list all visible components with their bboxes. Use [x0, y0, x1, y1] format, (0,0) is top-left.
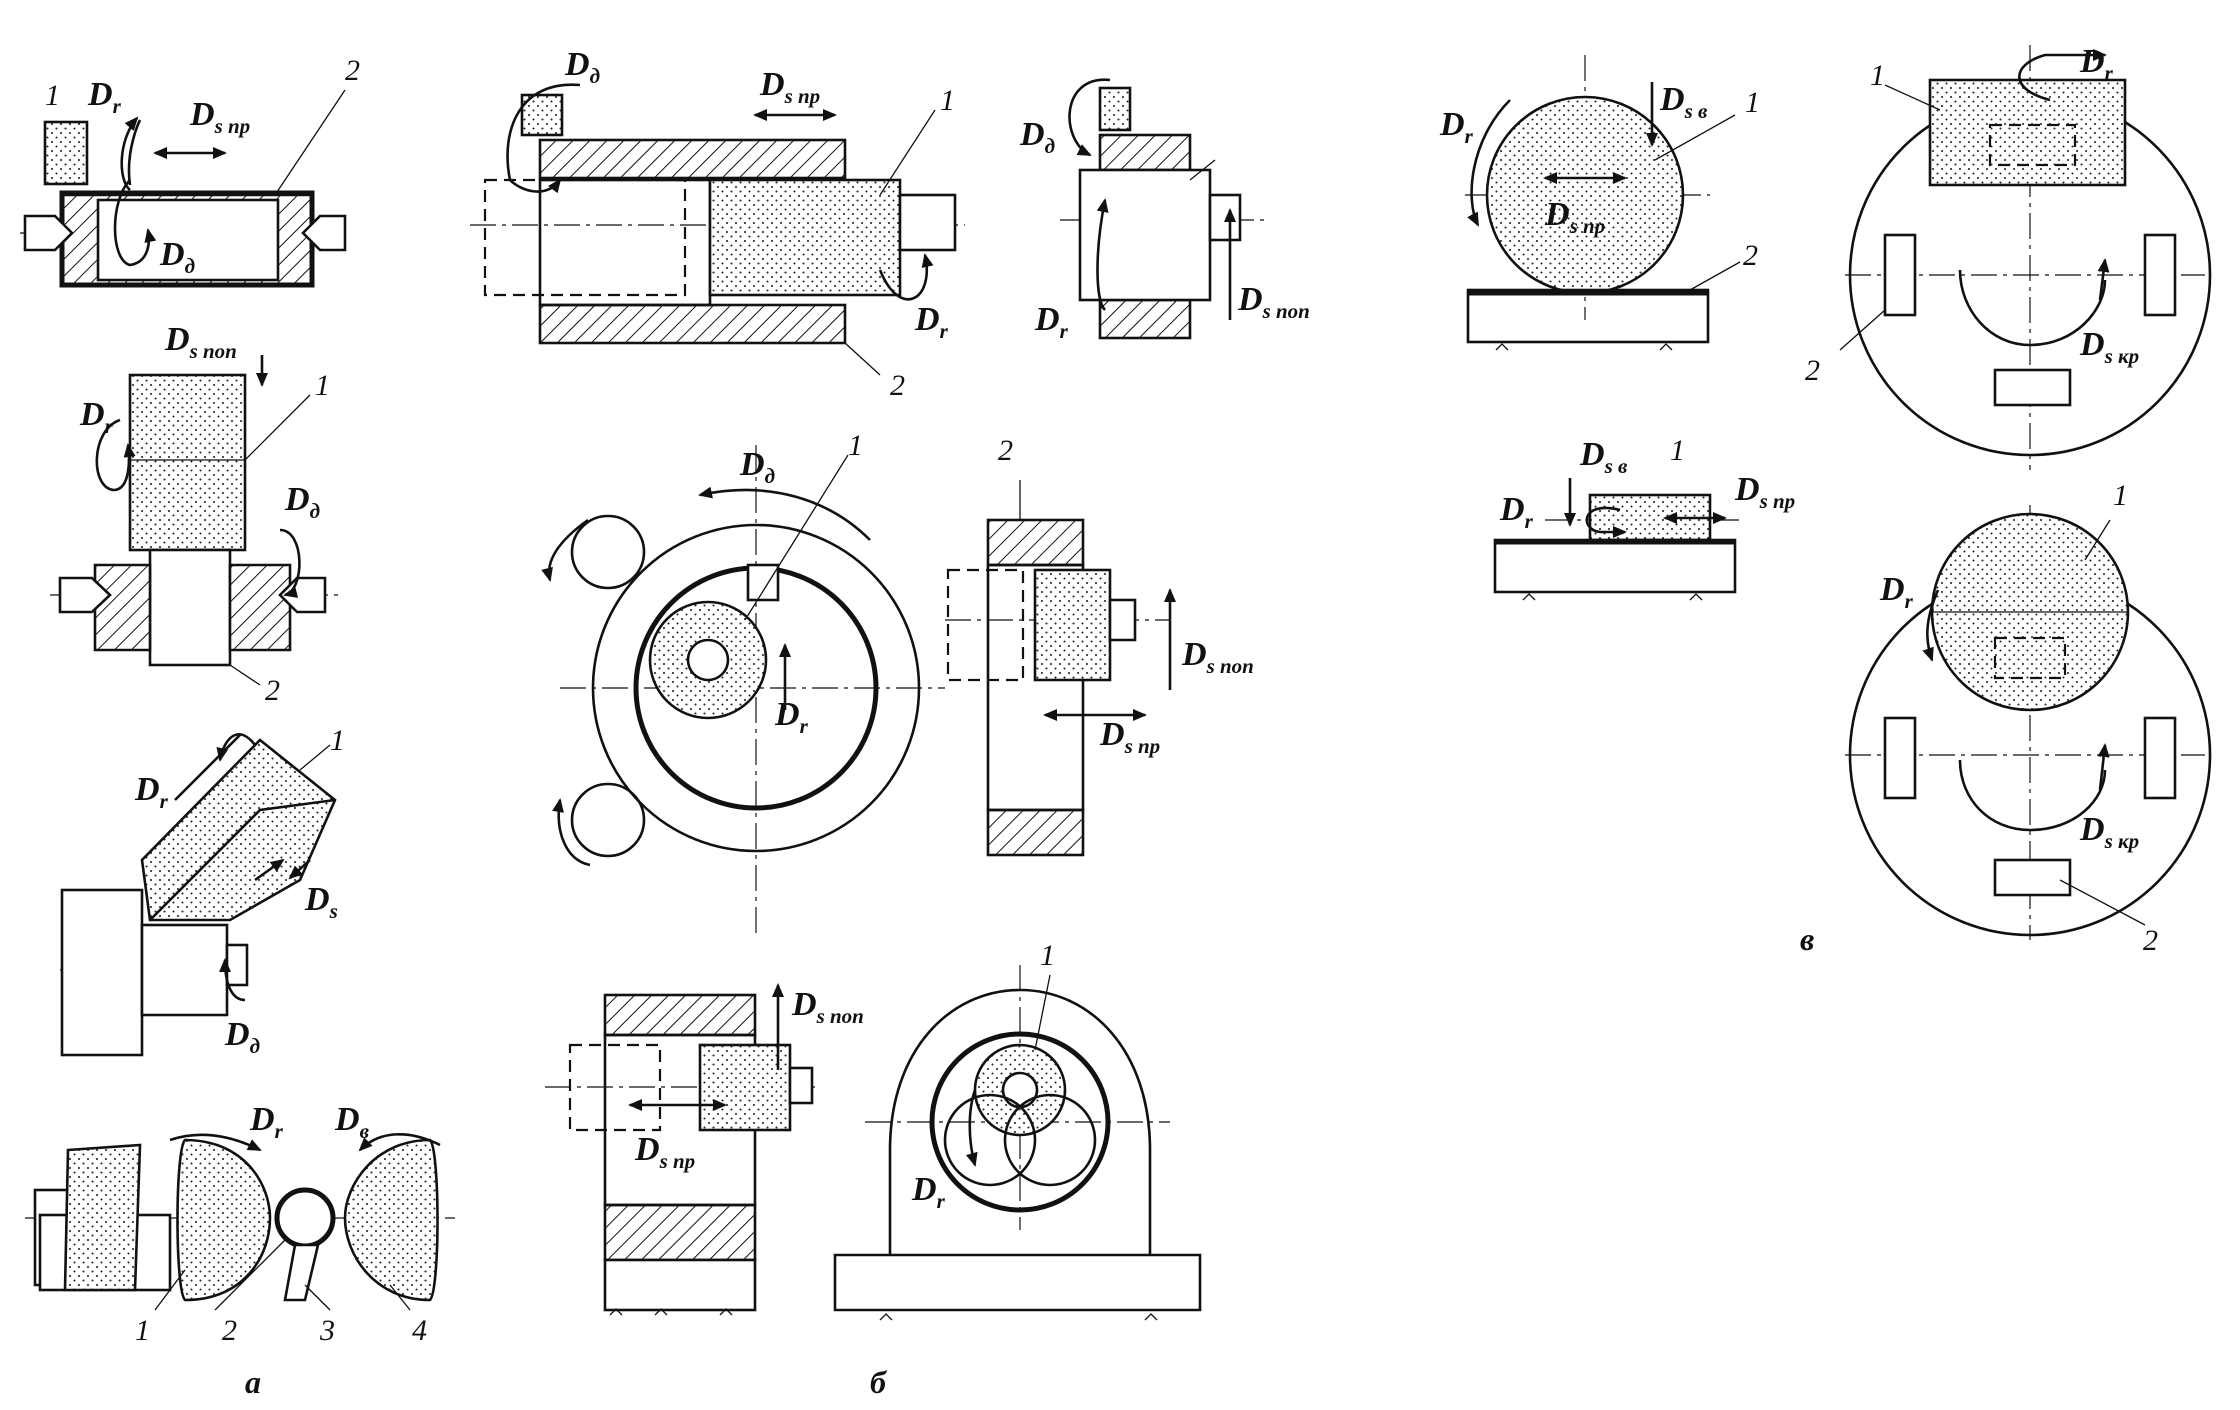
scheme-v-labels-1: Ds в 1 Dr Ds пр 2 [1439, 81, 1760, 272]
svg-text:1: 1 [315, 369, 330, 402]
svg-text:Ds пр: Ds пр [1734, 471, 1795, 513]
scheme-v-labels-2: Ds в 1 Ds пр Dr [1499, 434, 1795, 533]
svg-text:Ds кр: Ds кр [2079, 326, 2139, 368]
svg-text:Dд: Dд [224, 1016, 260, 1058]
svg-text:2: 2 [890, 369, 905, 402]
svg-text:2: 2 [998, 434, 1013, 467]
svg-text:Dr: Dr [774, 696, 809, 738]
svg-text:Dr: Dr [79, 396, 114, 438]
svg-text:Dr: Dr [1034, 301, 1069, 343]
svg-text:Ds в: Ds в [1579, 436, 1628, 478]
svg-text:1: 1 [1670, 434, 1685, 467]
svg-text:Dr: Dr [1879, 571, 1914, 613]
scheme-b-labels-4: 2 Ds поп Ds пр [998, 434, 1254, 758]
scheme-a-plunge-grinding [50, 355, 340, 686]
svg-text:1: 1 [2113, 479, 2128, 512]
svg-text:Dд: Dд [159, 236, 195, 278]
scheme-v-labels-4: 1 Dr Ds кр 2 в [1800, 479, 2158, 957]
scheme-a-labels-1: 1 2 Dr Ds пр Dд [45, 54, 360, 278]
svg-text:1: 1 [848, 429, 863, 462]
scheme-a-cylindrical-grinding [20, 89, 347, 288]
svg-text:Dд: Dд [284, 481, 320, 523]
scheme-a-centerless-grinding [25, 1133, 455, 1311]
svg-text:Dr: Dr [134, 771, 169, 813]
svg-text:Ds пр: Ds пр [634, 1131, 695, 1173]
svg-text:Dr: Dr [87, 76, 122, 118]
svg-text:2: 2 [265, 674, 280, 707]
svg-text:1: 1 [1870, 59, 1885, 92]
scheme-a-labels-3: Dr 1 Ds Dд [134, 724, 345, 1058]
svg-text:Dд: Dд [739, 446, 775, 488]
scheme-v-surface-grinding-face [1465, 55, 1741, 351]
svg-text:Dr: Dr [2079, 43, 2114, 85]
svg-text:Ds поп: Ds поп [791, 986, 864, 1028]
svg-text:2: 2 [222, 1314, 237, 1347]
scheme-v-rotary-table-bottom [1845, 505, 2212, 940]
svg-text:2: 2 [1743, 239, 1758, 272]
scheme-b-internal-grinding [470, 83, 965, 376]
svg-text:Dr: Dr [1439, 106, 1474, 148]
svg-text:Dд: Dд [1019, 116, 1055, 158]
svg-text:1: 1 [1745, 86, 1760, 119]
scheme-a-labels-2: Ds поп Dr 1 Dд 2 [79, 321, 330, 707]
svg-text:3: 3 [319, 1314, 335, 1347]
svg-text:Ds поп: Ds поп [164, 321, 237, 363]
svg-text:2: 2 [345, 54, 360, 87]
svg-text:Dr: Dr [1499, 491, 1534, 533]
svg-text:Ds пр: Ds пр [189, 96, 250, 138]
svg-text:Ds кр: Ds кр [2079, 811, 2139, 853]
svg-text:Ds поп: Ds поп [1237, 281, 1310, 323]
scheme-a-labels-4: Dr Dв 1 2 3 4 а [135, 1101, 427, 1400]
scheme-b-pedestal-grinder [833, 965, 1202, 1321]
scheme-b-internal-lower [545, 983, 815, 1316]
svg-text:Dв: Dв [334, 1101, 370, 1143]
caption-b: б [870, 1364, 888, 1400]
svg-text:Dr: Dr [911, 1171, 946, 1213]
scheme-a-angular-grinding [60, 733, 337, 1057]
svg-text:2: 2 [1805, 354, 1820, 387]
svg-text:4: 4 [412, 1314, 427, 1347]
scheme-b-labels-3: Dд 1 Dr [739, 429, 863, 738]
svg-text:1: 1 [940, 84, 955, 117]
scheme-v-surface-grinding-small [1493, 478, 1740, 601]
svg-text:Dд: Dд [564, 46, 600, 88]
svg-text:1: 1 [135, 1314, 150, 1347]
scheme-b-labels-1: Dд Ds пр 1 Dr 2 [564, 46, 955, 402]
scheme-v-labels-3: Dr 1 2 Ds кр [1805, 43, 2139, 387]
svg-text:Ds в: Ds в [1659, 81, 1708, 123]
caption-a: а [245, 1364, 261, 1400]
svg-text:Dr: Dr [914, 301, 949, 343]
scheme-b-labels-2: Dд Dr Ds поп [1019, 116, 1310, 343]
svg-text:Ds: Ds [304, 881, 338, 923]
svg-text:2: 2 [2143, 924, 2158, 957]
svg-text:Dr: Dr [249, 1101, 284, 1143]
scheme-b-planetary-grinding [541, 445, 945, 935]
svg-text:1: 1 [45, 79, 60, 112]
caption-v: в [1800, 921, 1814, 957]
scheme-b-labels-6: 1 Dr б [870, 939, 1055, 1400]
scheme-v-rotary-table-top [1839, 45, 2212, 470]
scheme-b-side-view [945, 480, 1176, 857]
svg-text:Ds поп: Ds поп [1181, 636, 1254, 678]
svg-text:1: 1 [1040, 939, 1055, 972]
scheme-b-labels-5: Ds поп Ds пр [634, 986, 864, 1173]
scheme-b-small-internal [1060, 78, 1270, 340]
svg-text:Ds пр: Ds пр [1099, 716, 1160, 758]
svg-text:1: 1 [330, 724, 345, 757]
svg-text:Ds пр: Ds пр [1544, 196, 1605, 238]
svg-text:Ds пр: Ds пр [759, 66, 820, 108]
